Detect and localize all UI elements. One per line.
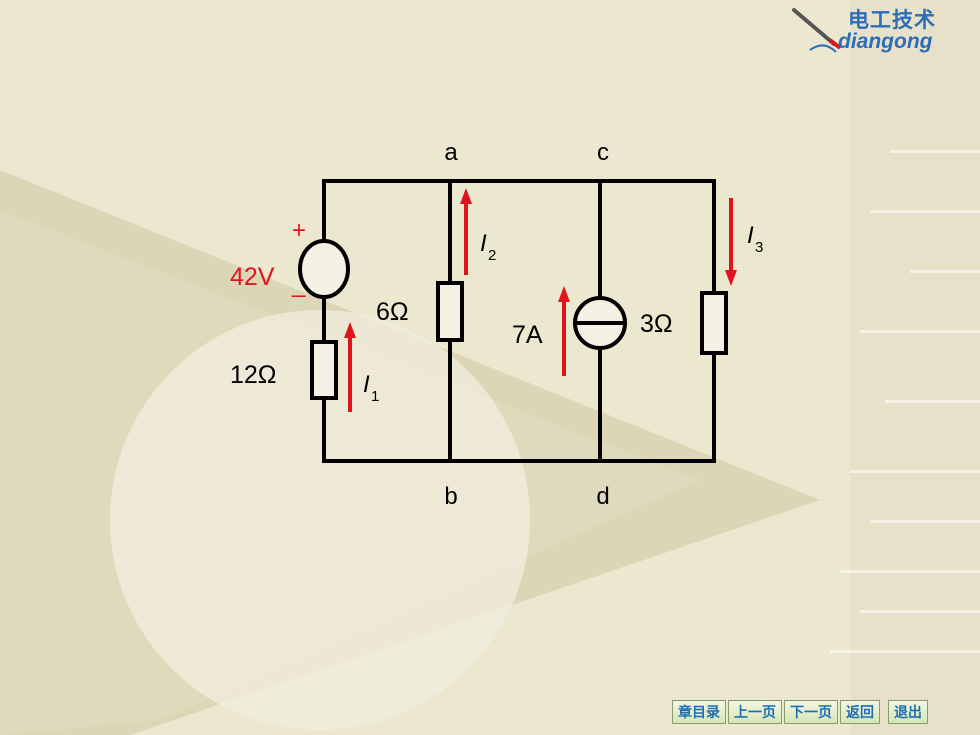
current-arrows	[344, 188, 737, 412]
back-button[interactable]: 返回	[840, 700, 880, 724]
source-voltage-label: 42V	[230, 263, 275, 291]
svg-text:I: I	[480, 230, 487, 257]
pen-icon	[792, 8, 842, 53]
node-a-label: a	[444, 139, 458, 166]
node-b-label: b	[444, 483, 457, 510]
resistor-6-ohm-label: 6Ω	[376, 298, 409, 326]
current-label-i1: I 1	[363, 371, 379, 405]
current-label-i2: I 2	[480, 230, 496, 264]
exit-button[interactable]: 退出	[888, 700, 928, 724]
circuit-wires	[322, 179, 716, 463]
resistor-12-ohm-label: 12Ω	[230, 361, 277, 389]
voltage-source	[298, 239, 350, 299]
svg-text:3: 3	[755, 239, 763, 256]
node-d-label: d	[596, 483, 609, 510]
next-page-button[interactable]: 下一页	[784, 700, 838, 724]
logo	[790, 4, 976, 60]
resistor-3-ohm-label: 3Ω	[640, 310, 673, 338]
navigation-bar: 章目录 上一页 下一页 返回 退出	[672, 700, 928, 726]
current-source	[573, 296, 627, 350]
svg-text:1: 1	[371, 388, 379, 405]
logo-chinese-text: 电工技术	[848, 8, 936, 32]
current-label-i3: I 3	[747, 222, 763, 256]
resistor-6-ohm	[436, 281, 464, 342]
resistor-3-ohm	[700, 291, 728, 355]
previous-page-button[interactable]: 上一页	[728, 700, 782, 724]
logo-english-text: diangong	[838, 30, 933, 53]
source-plus-sign: +	[292, 217, 306, 244]
svg-text:I: I	[363, 371, 370, 398]
source-minus-sign: _	[291, 271, 306, 298]
resistor-12-ohm	[310, 340, 338, 400]
chapter-contents-button[interactable]: 章目录	[672, 700, 726, 724]
svg-text:2: 2	[488, 247, 496, 264]
svg-text:I: I	[747, 222, 754, 249]
current-source-label: 7A	[512, 321, 543, 349]
node-c-label: c	[597, 139, 609, 166]
